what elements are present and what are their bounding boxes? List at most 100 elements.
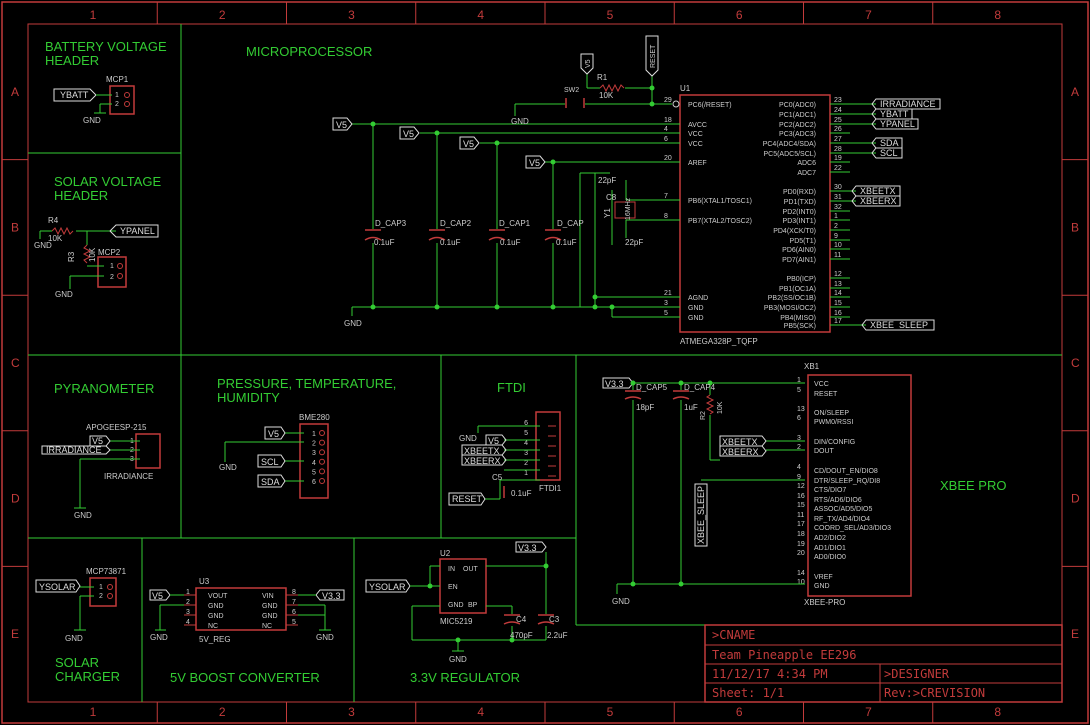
svg-text:XBEE-PRO: XBEE-PRO [804, 598, 845, 607]
u1-pin-name: PD0(RXD) [783, 189, 816, 196]
grid-col-label: 4 [477, 705, 484, 719]
svg-text:2: 2 [110, 274, 114, 281]
title-revision: Rev:>CREVISION [884, 686, 985, 700]
svg-text:XBEERX: XBEERX [860, 196, 897, 206]
xb-pin-number: 4 [797, 464, 801, 471]
svg-text:GND: GND [316, 633, 334, 642]
svg-text:R1: R1 [597, 73, 608, 82]
u1-pin-number: 30 [834, 184, 842, 191]
xb-pin-name: ON/SLEEP [814, 410, 849, 417]
u3-pin-name: VOUT [208, 593, 228, 600]
svg-text:D_CAP5: D_CAP5 [636, 383, 668, 392]
svg-text:V5: V5 [152, 591, 163, 601]
svg-text:Y1: Y1 [603, 208, 612, 218]
u3-pin-number: 6 [292, 609, 296, 616]
grid-row-label: B [1071, 220, 1079, 234]
u1-pin-number: 4 [664, 126, 668, 133]
svg-text:GND: GND [74, 511, 92, 520]
u3-pin-number: 1 [186, 589, 190, 596]
svg-text:XBEETX: XBEETX [464, 446, 500, 456]
u1-pin-name: PC2(ADC2) [779, 122, 816, 129]
title-team: Team Pineapple EE296 [712, 648, 857, 662]
xb-pin-number: 12 [797, 483, 805, 490]
svg-text:R3: R3 [67, 251, 76, 262]
regulator-block: U2 IN OUT EN GND BP MIC5219 YSOLAR V3.3 [365, 541, 568, 664]
u1-pin-number: 5 [664, 310, 668, 317]
u1-pin-name: PD5(T1) [790, 238, 816, 245]
svg-text:V3.3: V3.3 [518, 543, 537, 553]
xb-pin-name: PWM0/RSSI [814, 419, 853, 426]
grid-row-label: E [1071, 627, 1079, 641]
svg-text:C8: C8 [606, 193, 617, 202]
u1-pin-number: 18 [664, 117, 672, 124]
svg-text:C3: C3 [549, 615, 560, 624]
u1-pin-name: PD2(INT0) [783, 209, 816, 216]
u3-pin-name: GND [208, 603, 224, 610]
u1-pin-number: 27 [834, 136, 842, 143]
section-pth-title: PRESSURE, TEMPERATURE,HUMIDITY [217, 376, 396, 405]
xb-pin-name: ASSOC/AD5/DIO5 [814, 506, 872, 513]
svg-text:U3: U3 [199, 577, 210, 586]
svg-text:0.1uF: 0.1uF [440, 238, 461, 247]
svg-text:GND: GND [344, 319, 362, 328]
svg-text:1: 1 [115, 92, 119, 99]
u1-pin-name: AVCC [688, 122, 707, 129]
bme-pin-number: 3 [312, 450, 316, 457]
grid-row-label: C [11, 356, 20, 370]
bme-pin-number: 6 [312, 479, 316, 486]
u1-pin-name: PB4(MISO) [780, 315, 816, 322]
grid-col-label: 8 [994, 705, 1001, 719]
u1-body [679, 94, 831, 333]
u1-pin-name: PB5(SCK) [784, 323, 816, 330]
svg-text:IN: IN [448, 566, 455, 573]
xb-pin-number: 5 [797, 387, 801, 394]
u1-pin-name: GND [688, 315, 704, 322]
xb-pin-number: 13 [797, 406, 805, 413]
xb-pin-name: RF_TX/AD4/DIO4 [814, 516, 870, 523]
u1-pin-number: 26 [834, 126, 842, 133]
title-date: 11/12/17 4:34 PM [712, 667, 828, 681]
svg-text:MCP2: MCP2 [98, 248, 121, 257]
grid-row-label: B [11, 220, 19, 234]
u1-pin-number: 12 [834, 271, 842, 278]
xb-pin-number: 14 [797, 570, 805, 577]
u1-pin-name: PC4(ADC4/SDA) [763, 141, 816, 148]
svg-text:5V_REG: 5V_REG [199, 635, 231, 644]
grid-col-label: 5 [607, 8, 614, 22]
u1-pin-name: PC3(ADC3) [779, 131, 816, 138]
xb-pin-number: 20 [797, 550, 805, 557]
svg-text:D_CAP1: D_CAP1 [499, 219, 531, 228]
grid-col-label: 5 [607, 705, 614, 719]
svg-text:GND: GND [83, 116, 101, 125]
svg-text:V3.3: V3.3 [322, 591, 341, 601]
svg-text:MCP1: MCP1 [106, 75, 129, 84]
title-block: >CNAME Team Pineapple EE296 11/12/17 4:3… [704, 624, 1063, 703]
u1-pin-name: PD6(AIN0) [782, 247, 816, 254]
svg-text:BME280: BME280 [299, 413, 330, 422]
pyranometer-block: APOGEESP-215 123 V5 IRRADIANCE IRRADIANC… [41, 423, 161, 520]
u1-pin-name: GND [688, 305, 704, 312]
svg-text:R2: R2 [700, 411, 707, 420]
u3-pin-name: NC [262, 623, 272, 630]
svg-text:XBEERX: XBEERX [464, 456, 501, 466]
xb-pin-name: AD2/DIO2 [814, 535, 846, 542]
u1-pin-number: 19 [834, 155, 842, 162]
svg-text:470pF: 470pF [510, 631, 533, 640]
xb-pin-name: VREF [814, 574, 833, 581]
xb-pin-number: 19 [797, 541, 805, 548]
u1-pin-name: PC1(ADC1) [779, 112, 816, 119]
svg-text:V5: V5 [585, 59, 592, 68]
svg-text:D_CAP4: D_CAP4 [684, 383, 716, 392]
svg-text:MCP73871: MCP73871 [86, 567, 127, 576]
section-ftdi-title: FTDI [497, 380, 526, 395]
u1-pin-number: 15 [834, 300, 842, 307]
xb-pin-name: COORD_SEL/AD3/DIO3 [814, 525, 891, 532]
u3-pin-name: GND [208, 613, 224, 620]
u3-pin-name: GND [262, 603, 278, 610]
solar-charger-block: MCP73871 12 YSOLAR GND [35, 567, 127, 643]
svg-text:IRRADIANCE: IRRADIANCE [46, 445, 102, 455]
u1-pin-name: PD4(XCK/T0) [773, 228, 816, 235]
svg-text:18pF: 18pF [636, 403, 654, 412]
xbee-block: XB1 XBEE-PRO 1VCC5RESET13ON/SLEEP6PWM0/R… [602, 362, 912, 607]
